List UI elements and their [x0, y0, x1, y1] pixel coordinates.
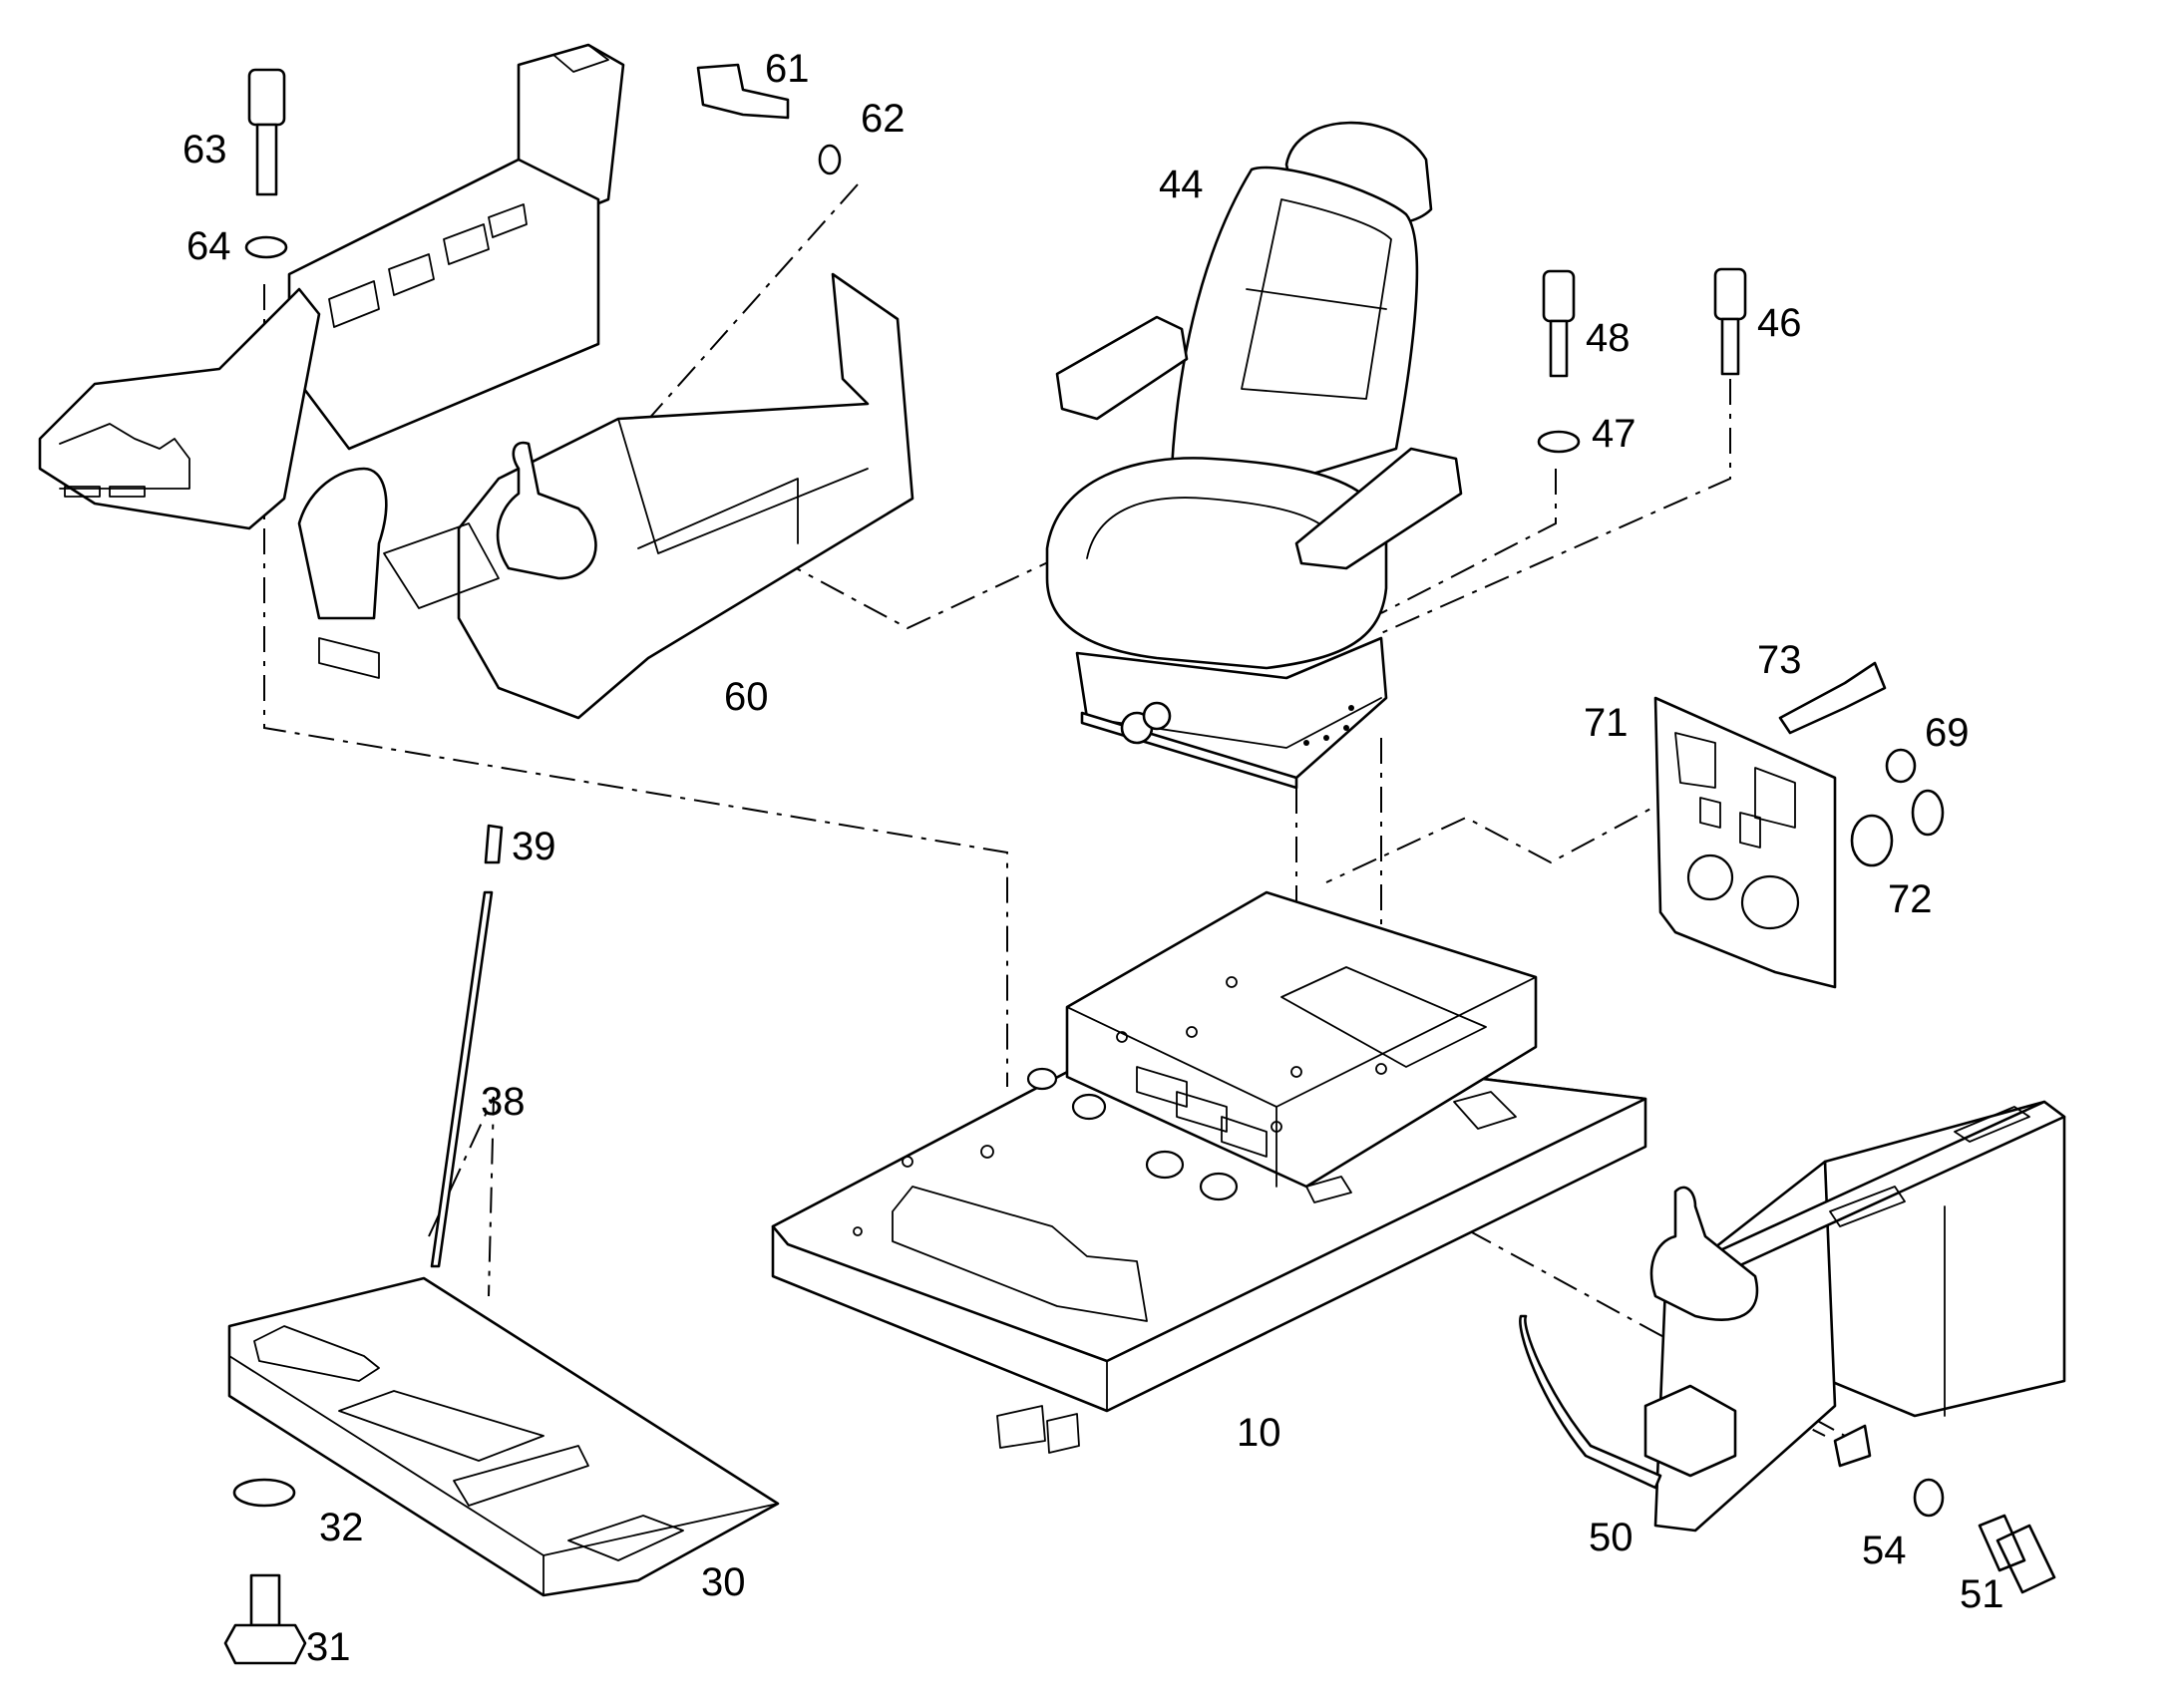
leader-63-to-10: [263, 284, 1008, 1087]
callouts: 10 30 31 32 38 39 44 46 47 48 50 51 54 6…: [182, 47, 2004, 1669]
callout-30: 30: [701, 1560, 746, 1604]
callout-38: 38: [481, 1080, 526, 1124]
callout-44: 44: [1159, 163, 1204, 206]
bolt-63-shank: [255, 123, 278, 196]
fasteners: [223, 63, 2056, 1665]
bolt-48: [1542, 269, 1576, 323]
callout-54: 54: [1862, 1529, 1907, 1572]
callout-51: 51: [1960, 1572, 2004, 1616]
pedal-plate: [227, 1276, 780, 1597]
callout-62: 62: [861, 97, 906, 141]
callout-64: 64: [186, 224, 231, 268]
plug-69: [1885, 748, 1917, 784]
washer-32: [232, 1478, 296, 1508]
bolt-51: [1978, 1514, 2056, 1594]
callout-48: 48: [1586, 316, 1631, 360]
callout-10: 10: [1237, 1411, 1281, 1455]
rod-and-knob: [430, 824, 504, 1268]
bolt-73: [1778, 661, 1887, 735]
washer-47: [1537, 430, 1581, 454]
callout-47: 47: [1592, 412, 1636, 456]
operator-seat: [1045, 121, 1463, 790]
leader-47-to-seat: [1380, 469, 1557, 614]
callout-31: 31: [306, 1625, 351, 1669]
leader-60-to-seat: [777, 552, 1068, 630]
washer-64: [244, 235, 288, 259]
washer-54: [1913, 1478, 1945, 1518]
callout-39: 39: [512, 825, 556, 868]
callout-73: 73: [1757, 638, 1802, 682]
bolt-61: [696, 63, 790, 120]
callout-50: 50: [1589, 1516, 1634, 1559]
bolt-46-shank: [1720, 317, 1740, 376]
bolt-63: [247, 68, 286, 127]
right-console: [1519, 1100, 2066, 1533]
left-console: [38, 43, 914, 720]
plug-72-tip: [1911, 789, 1945, 837]
callout-69: 69: [1925, 711, 1970, 755]
cover-plate: [1653, 696, 1837, 989]
bolt-31-head: [223, 1623, 307, 1665]
callout-63: 63: [182, 128, 227, 171]
callout-71: 71: [1584, 701, 1629, 745]
callout-72: 72: [1888, 877, 1933, 921]
callout-46: 46: [1757, 301, 1802, 345]
seat-base-box: [1065, 890, 1538, 1189]
leader-71-to-10: [1325, 792, 1681, 883]
callout-32: 32: [319, 1506, 364, 1549]
leader-46-to-seat: [1380, 379, 1731, 634]
bolt-48-shank: [1549, 319, 1569, 378]
callout-60: 60: [724, 675, 769, 719]
bolt-46: [1713, 267, 1747, 321]
bolt-31-shank: [249, 1573, 281, 1627]
callout-61: 61: [765, 47, 810, 91]
plug-72: [1850, 814, 1894, 867]
washer-62: [818, 144, 842, 175]
